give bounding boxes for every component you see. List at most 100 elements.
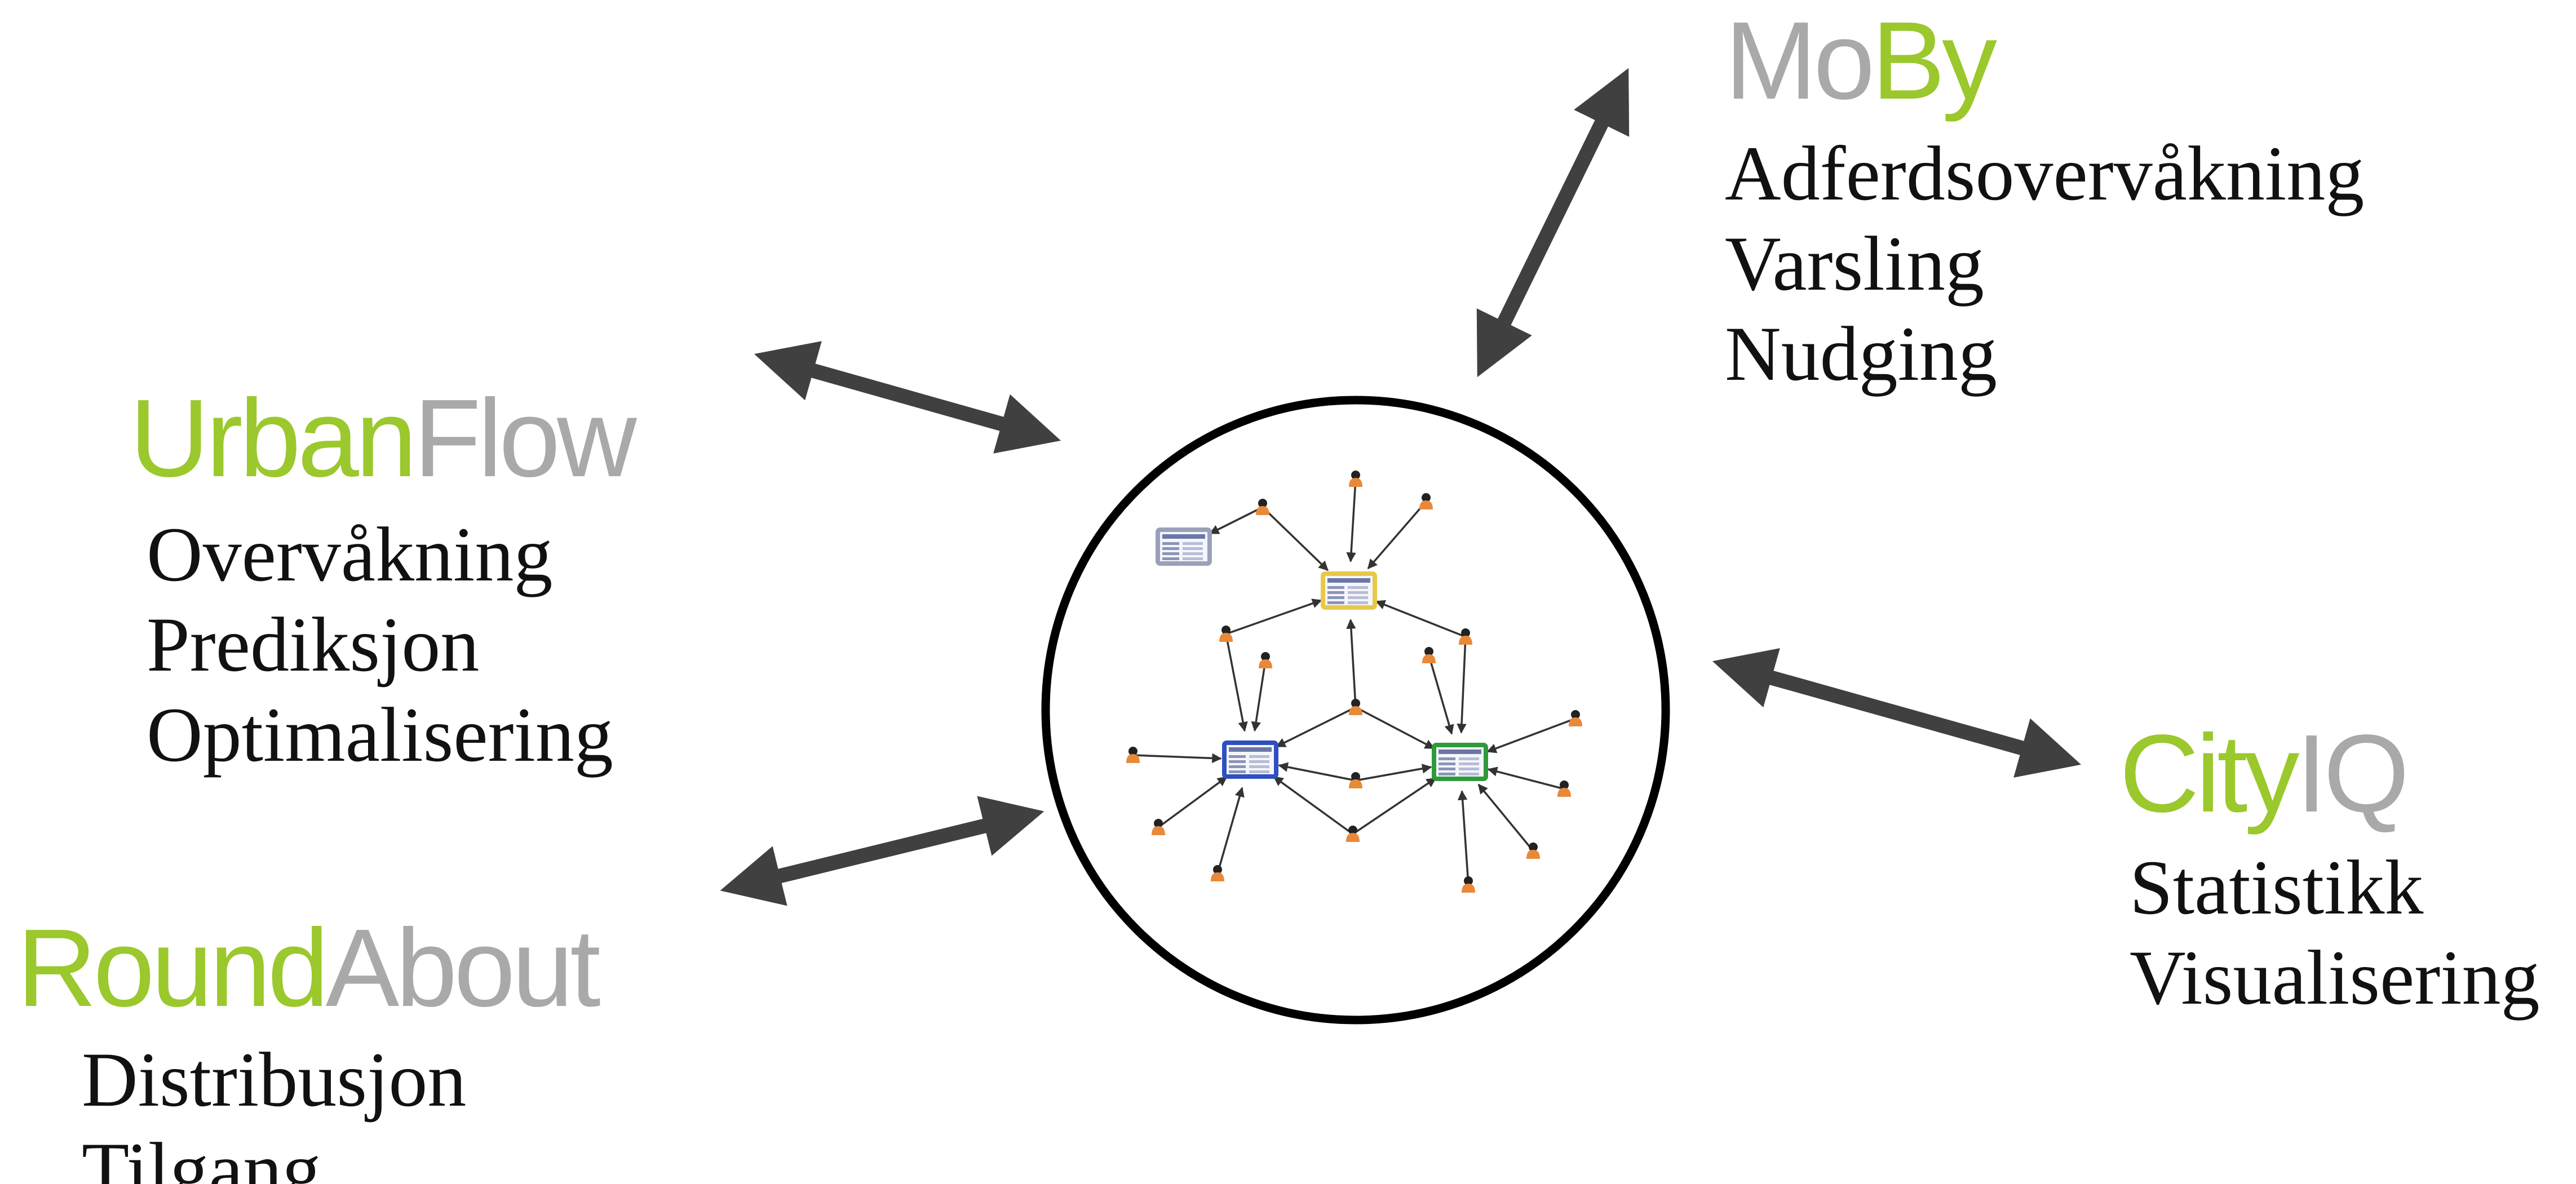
cityiq-title-part2: IQ: [2296, 712, 2410, 835]
dashboard-box-line: [1162, 547, 1179, 550]
dashboard-box-line: [1348, 591, 1368, 594]
urbanflow-module: UrbanFlow Overvåkning Prediksjon Optimal…: [130, 383, 637, 780]
network-edge: [1209, 506, 1263, 535]
arrow-cityiq: [1712, 648, 2082, 778]
person-body: [1152, 826, 1165, 835]
urbanflow-feature-item: Prediksjon: [147, 601, 480, 688]
person-body: [1569, 717, 1582, 726]
person-body: [1349, 478, 1362, 487]
cityiq-title: CityIQ: [2119, 719, 2540, 829]
person-icon: [1422, 647, 1436, 663]
network-edge: [1273, 776, 1354, 835]
dashboard-box-header: [1327, 578, 1370, 583]
dashboard-box-line: [1183, 542, 1203, 545]
dashboard-box-line: [1459, 762, 1479, 765]
network-edge: [1355, 706, 1435, 750]
network-graph-icon: [1126, 471, 1582, 893]
network-edge: [1157, 776, 1228, 828]
person-body: [1459, 636, 1472, 645]
person-head: [1351, 772, 1360, 781]
dashboard-box-line: [1229, 760, 1246, 763]
dashboard-box-line: [1229, 755, 1246, 758]
urbanflow-feature-item: Optimalisering: [147, 691, 613, 778]
dashboard-box-line: [1183, 547, 1203, 550]
dashboard-box-line: [1439, 757, 1455, 760]
person-icon: [1462, 876, 1475, 893]
person-head: [1348, 826, 1357, 835]
person-icon: [1256, 499, 1269, 515]
moby-feature-list: Adferdsovervåkning Varsling Nudging: [1725, 128, 2364, 399]
dashboard-box-icon: [1321, 571, 1377, 610]
person-icon: [1526, 842, 1540, 859]
person-head: [1261, 652, 1270, 661]
dashboard-box-line: [1249, 770, 1269, 773]
dashboard-box-line: [1459, 773, 1479, 775]
person-head: [1213, 865, 1222, 874]
urbanflow-title-part1: Urban: [130, 376, 417, 500]
network-edge: [1367, 500, 1427, 570]
person-body: [1349, 706, 1362, 715]
person-body: [1557, 788, 1571, 797]
dashboard-box-line: [1229, 770, 1246, 773]
person-head: [1351, 471, 1360, 480]
network-edge: [1132, 753, 1222, 764]
arrow-moby: [1476, 68, 1630, 378]
moby-module: MoBy Adferdsovervåkning Varsling Nudging: [1725, 6, 2364, 399]
person-body: [1256, 506, 1269, 515]
person-icon: [1152, 819, 1165, 835]
moby-feature-item: Nudging: [1725, 311, 1997, 397]
person-head: [1128, 747, 1137, 756]
dashboard-box-header: [1439, 750, 1481, 754]
person-body: [1349, 779, 1362, 788]
dashboard-box-icon: [1222, 740, 1278, 779]
person-icon: [1349, 772, 1362, 788]
person-icon: [1419, 493, 1433, 509]
dashboard-box-line: [1439, 762, 1455, 765]
dashboard-box-line: [1327, 591, 1344, 594]
dashboard-box-line: [1183, 552, 1203, 555]
network-edge: [1216, 787, 1245, 874]
dashboard-box-line: [1348, 601, 1368, 604]
person-body: [1211, 872, 1224, 881]
cityiq-feature-item: Visualisering: [2130, 934, 2540, 1021]
dashboard-box-line: [1249, 755, 1269, 758]
person-icon: [1349, 699, 1362, 715]
moby-title-part2: By: [1871, 0, 1997, 122]
person-head: [1464, 876, 1473, 885]
person-head: [1154, 819, 1163, 828]
urbanflow-title-part2: Flow: [413, 376, 637, 500]
cityiq-title-part1: City: [2119, 712, 2300, 835]
roundabout-feature-item: Tilgang: [82, 1127, 321, 1184]
network-edge: [1225, 598, 1322, 635]
dashboard-box-line: [1327, 596, 1344, 599]
dashboard-box-line: [1162, 557, 1179, 560]
person-head: [1422, 493, 1431, 502]
person-icon: [1346, 826, 1360, 842]
person-body: [1526, 850, 1540, 859]
network-edge: [1346, 478, 1357, 562]
network-edge: [1262, 506, 1329, 571]
dashboard-box-icon: [1432, 743, 1488, 781]
person-body: [1346, 833, 1360, 842]
person-head: [1424, 647, 1433, 656]
cityiq-module: CityIQ Statistikk Visualisering: [2119, 719, 2540, 1023]
person-icon: [1219, 626, 1233, 642]
person-head: [1258, 499, 1267, 508]
network-edge: [1457, 636, 1467, 734]
person-body: [1419, 500, 1433, 509]
network-edge: [1352, 777, 1437, 835]
roundabout-title-part2: About: [325, 906, 601, 1030]
network-edge: [1278, 762, 1356, 782]
arrow-roundabout: [720, 796, 1044, 906]
roundabout-module: RoundAbout Distribusjon Tilgang: [17, 913, 601, 1184]
arrow-urbanflow: [754, 341, 1061, 454]
roundabout-title-part1: Round: [17, 906, 329, 1030]
network-edge: [1457, 790, 1470, 885]
dashboard-box-line: [1162, 542, 1179, 545]
moby-title: MoBy: [1725, 6, 2364, 116]
dashboard-box-header: [1162, 534, 1205, 539]
dashboard-box-line: [1249, 760, 1269, 763]
person-body: [1219, 633, 1233, 642]
network-edge: [1487, 766, 1565, 790]
